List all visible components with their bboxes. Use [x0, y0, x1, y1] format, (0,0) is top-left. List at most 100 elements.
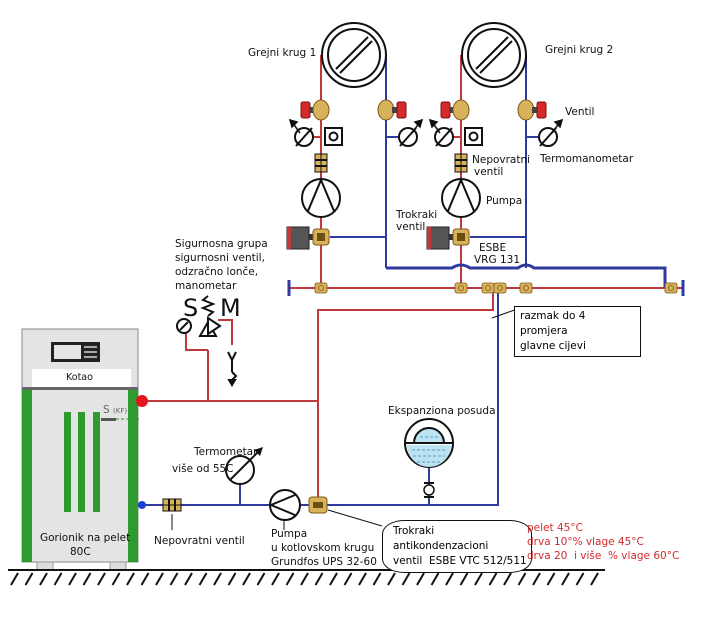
- boiler-pump-label-1: Pumpa: [271, 528, 308, 540]
- ground-hatch-mark: [242, 572, 251, 586]
- ground-hatch-mark: [503, 572, 512, 586]
- esbe-vrg-label-2: VRG 131: [474, 254, 520, 266]
- ground-hatch-mark: [590, 572, 599, 586]
- ground-hatch-mark: [198, 572, 208, 586]
- temperature-note-3: drva 20 i više % vlage 60°C: [527, 550, 680, 562]
- manometer-icon: [176, 318, 192, 334]
- air-vent-icon: [324, 127, 483, 146]
- ground-hatch-mark: [387, 572, 396, 586]
- expansion-vessel-icon: [404, 418, 454, 498]
- boiler-pump-label-2: u kotlovskom krugu: [271, 542, 375, 554]
- ground-hatch-mark: [314, 572, 324, 586]
- temperature-note-2: drva 10°% vlage 45°C: [527, 536, 644, 548]
- boiler-supply-connection: [136, 395, 148, 407]
- anticondensation-line-1: Trokraki: [393, 525, 435, 537]
- ground-hatch-mark: [155, 572, 164, 586]
- ground-hatch-mark: [401, 572, 411, 586]
- heating-circuit-1-label: Grejni krug 1: [248, 47, 317, 59]
- anticondensation-line-2: antikondenzacioni: [393, 540, 489, 552]
- ground-hatch-mark: [300, 572, 309, 586]
- safety-group-label-1: Sigurnosna grupa: [175, 238, 268, 250]
- ground-hatch-mark: [126, 572, 135, 586]
- boiler-sensor-label: S (KF): [103, 403, 127, 418]
- ground-hatch-mark: [430, 572, 440, 586]
- ground-hatch-mark: [271, 572, 280, 586]
- ground-hatch-mark: [227, 572, 237, 586]
- radiator-icon: [461, 22, 527, 88]
- three-way-valve-icon: [308, 496, 328, 514]
- safety-symbol-s: S: [183, 294, 198, 322]
- boiler-name-label: Kotao: [66, 372, 93, 383]
- ground-hatch-icon: [8, 569, 605, 586]
- pump-icon: [268, 489, 301, 521]
- anticondensation-line-3: ventil ESBE VTC 512/511: [393, 555, 527, 567]
- ground-hatch-mark: [140, 572, 150, 586]
- ground-hatch-mark: [111, 572, 121, 586]
- safety-valve-icon: [198, 295, 238, 387]
- ground-hatch-mark: [184, 572, 193, 586]
- burner-label-1: Gorionik na pelet: [40, 532, 131, 544]
- boiler-icon: [21, 328, 140, 571]
- valve-label: Ventil: [565, 106, 595, 118]
- thermometer-note: više od 55C: [172, 463, 234, 475]
- distance-note-line-2: glavne cijevi: [520, 340, 586, 352]
- ground-hatch-mark: [416, 572, 425, 586]
- ground-hatch-mark: [532, 572, 541, 586]
- radiator-icon: [321, 22, 387, 88]
- sensor-kf: (KF): [113, 407, 128, 415]
- safety-group-label-3: odzračno lonče,: [175, 266, 259, 278]
- three-way-valve-label-1: Trokraki: [396, 209, 438, 221]
- esbe-vrg-label-1: ESBE: [479, 242, 507, 254]
- three-way-valve-icon: [286, 226, 470, 250]
- ground-hatch-mark: [97, 572, 106, 586]
- ground-hatch-mark: [517, 572, 527, 586]
- ground-hatch-mark: [285, 572, 295, 586]
- safety-group-label-4: manometar: [175, 280, 237, 292]
- ground-hatch-mark: [68, 572, 77, 586]
- burner-label-2: 80C: [70, 546, 91, 558]
- ground-hatch-mark: [575, 572, 585, 586]
- ball-valve-icon: [300, 99, 547, 121]
- ground-hatch-mark: [546, 572, 556, 586]
- heating-circuit-2-label: Grejni krug 2: [545, 44, 614, 56]
- thermometer-label: Termometar: [194, 446, 258, 458]
- distance-note-line-1: razmak do 4 promjera: [520, 310, 586, 337]
- ground-hatch-mark: [329, 572, 338, 586]
- ground-hatch-mark: [358, 572, 367, 586]
- circuit-check-valve-label-2: ventil: [474, 166, 504, 178]
- ground-hatch-mark: [82, 572, 92, 586]
- ground-hatch-mark: [169, 572, 179, 586]
- sensor-s: S: [103, 404, 110, 416]
- pump-icon: [301, 178, 481, 218]
- ground-hatch-mark: [53, 572, 63, 586]
- ground-hatch-mark: [459, 572, 469, 586]
- anticondensation-valve-note: Trokraki antikondenzacioni ventil ESBE V…: [382, 520, 532, 573]
- ground-hatch-mark: [561, 572, 570, 586]
- boiler-check-valve-label: Nepovratni ventil: [154, 535, 245, 547]
- safety-symbol-m: M: [220, 294, 241, 322]
- anticondensation-leader: [327, 509, 383, 527]
- expansion-vessel-label: Ekspanziona posuda: [388, 405, 496, 417]
- ground-hatch-mark: [10, 572, 19, 586]
- ground-hatch-mark: [488, 572, 498, 586]
- safety-group-label-2: sigurnosni ventil,: [175, 252, 265, 264]
- ground-hatch-mark: [445, 572, 454, 586]
- temperature-note-1: pelet 45°C: [527, 522, 583, 534]
- circuit-pump-label: Pumpa: [486, 195, 523, 207]
- boiler-pump-label-3: Grundfos UPS 32-60: [271, 556, 377, 568]
- ground-hatch-mark: [372, 572, 382, 586]
- circuit-check-valve-label-1: Nepovratni: [472, 154, 531, 166]
- ground-hatch-mark: [39, 572, 48, 586]
- check-valve-icon: [162, 498, 182, 530]
- ground-hatch-mark: [343, 572, 353, 586]
- ground-hatch-mark: [256, 572, 266, 586]
- ground-hatch-mark: [474, 572, 483, 586]
- ground-hatch-mark: [213, 572, 222, 586]
- distance-note: razmak do 4 promjera glavne cijevi: [514, 306, 641, 357]
- three-way-valve-label-2: ventil: [396, 221, 426, 233]
- return-pipes: [142, 55, 685, 506]
- ground-hatch-mark: [24, 572, 34, 586]
- boiler-return-connection: [138, 501, 146, 509]
